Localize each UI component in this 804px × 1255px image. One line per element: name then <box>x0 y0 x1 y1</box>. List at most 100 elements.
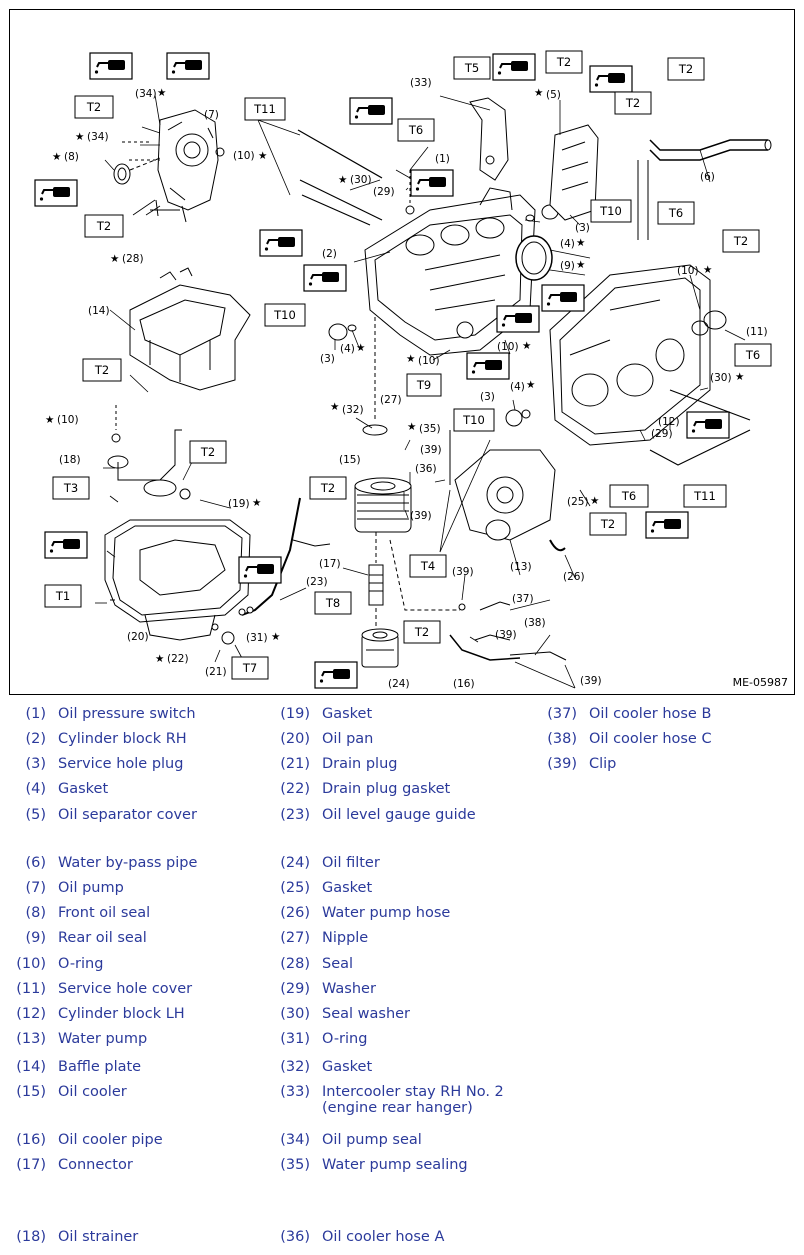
svg-text:T6: T6 <box>621 489 636 503</box>
svg-text:(25): (25) <box>567 496 589 508</box>
svg-text:(39): (39) <box>452 566 474 578</box>
svg-text:★: ★ <box>534 87 543 99</box>
svg-text:(33): (33) <box>410 77 432 89</box>
svg-text:★: ★ <box>526 379 535 391</box>
legend-item: (15)Oil cooler <box>16 1084 127 1100</box>
svg-text:T6: T6 <box>408 123 423 137</box>
svg-text:T10: T10 <box>462 413 485 427</box>
svg-text:T2: T2 <box>94 363 109 377</box>
svg-text:(39): (39) <box>410 510 432 522</box>
svg-text:(17): (17) <box>319 558 341 570</box>
svg-text:(29): (29) <box>373 186 395 198</box>
svg-text:★: ★ <box>356 342 365 354</box>
svg-text:(11): (11) <box>746 326 768 338</box>
svg-text:T3: T3 <box>63 481 78 495</box>
svg-text:★: ★ <box>52 151 61 163</box>
legend-item: (38)Oil cooler hose C <box>547 731 712 747</box>
svg-text:(37): (37) <box>512 593 534 605</box>
svg-text:(23): (23) <box>306 576 328 588</box>
oil-gauge-guide-drawing <box>238 497 331 616</box>
legend-item: (11)Service hole cover <box>16 981 193 997</box>
water-pump-drawing <box>449 430 566 552</box>
legend-item: (22)Drain plug gasket <box>280 781 451 797</box>
svg-text:(18): (18) <box>59 454 81 466</box>
part-number-labels: (34)★ (7) ★(34) ★(8) (10)★ ★(28) (14) ★(… <box>45 77 768 690</box>
svg-text:(8): (8) <box>64 151 79 163</box>
svg-text:T6: T6 <box>745 348 760 362</box>
legend-item: (1)Oil pressure switch <box>25 706 196 722</box>
svg-text:T2: T2 <box>733 234 748 248</box>
callout-t2 <box>74 95 114 119</box>
legend-item: (14)Baffle plate <box>16 1059 142 1075</box>
legend-item: (13)Water pump <box>16 1031 148 1047</box>
svg-text:T11: T11 <box>693 489 716 503</box>
svg-text:T7: T7 <box>242 661 257 675</box>
legend-item: (20)Oil pan <box>280 731 374 747</box>
legend-item: (7)Oil pump <box>25 880 124 896</box>
svg-text:T8: T8 <box>325 596 340 610</box>
svg-text:T6: T6 <box>668 206 683 220</box>
svg-text:(10): (10) <box>497 341 519 353</box>
svg-text:T2: T2 <box>678 62 693 76</box>
svg-text:T11: T11 <box>253 102 276 116</box>
legend-item: (6)Water by-pass pipe <box>25 855 198 871</box>
legend-item: (26)Water pump hose <box>280 905 451 921</box>
svg-text:★: ★ <box>522 340 531 352</box>
svg-text:(10): (10) <box>418 355 440 367</box>
svg-text:(12): (12) <box>658 416 680 428</box>
legend-item: (35)Water pump sealing <box>280 1157 468 1173</box>
oil-cooler-pipe-drawing <box>389 539 567 661</box>
legend-item: (25)Gasket <box>280 880 373 896</box>
svg-text:(30): (30) <box>710 372 732 384</box>
svg-text:(21): (21) <box>205 666 227 678</box>
legend-item: (17)Connector <box>16 1157 133 1173</box>
svg-text:(1): (1) <box>435 153 450 165</box>
torque-callouts: T2 T2 T11 T6 T5 T2 T2 T2 T10 T6 T2 T6 T1… <box>44 50 772 680</box>
legend-item: (36)Oil cooler hose A <box>280 1229 445 1245</box>
svg-text:(4): (4) <box>510 381 525 393</box>
oil-cooler-drawing <box>354 310 412 668</box>
svg-text:T2: T2 <box>625 96 640 110</box>
svg-text:(4): (4) <box>340 343 355 355</box>
svg-text:★: ★ <box>576 237 585 249</box>
svg-text:T2: T2 <box>200 445 215 459</box>
legend-item: (33)Intercooler stay RH No. 2(engine rea… <box>280 1084 504 1116</box>
svg-text:(15): (15) <box>339 454 361 466</box>
svg-text:★: ★ <box>590 495 599 507</box>
oil-pan-drawing <box>104 519 251 645</box>
svg-text:(4): (4) <box>560 238 575 250</box>
svg-text:T2: T2 <box>320 481 335 495</box>
legend-item: (30)Seal washer <box>280 1006 411 1022</box>
svg-text:★: ★ <box>703 264 712 276</box>
legend-item: (4)Gasket <box>25 781 109 797</box>
svg-text:(39): (39) <box>495 629 517 641</box>
legend-item: (23)Oil level gauge guide <box>280 807 476 823</box>
svg-text:T9: T9 <box>416 378 431 392</box>
svg-text:(39): (39) <box>420 444 442 456</box>
legend-item: (18)Oil strainer <box>16 1229 139 1245</box>
svg-text:(36): (36) <box>415 463 437 475</box>
svg-text:(3): (3) <box>575 222 590 234</box>
svg-text:(16): (16) <box>453 678 475 690</box>
svg-text:(13): (13) <box>510 561 532 573</box>
svg-text:T2: T2 <box>600 517 615 531</box>
callout-text: T2 <box>86 100 101 114</box>
svg-text:T10: T10 <box>599 204 622 218</box>
svg-text:T4: T4 <box>420 559 435 573</box>
svg-text:★: ★ <box>252 497 261 509</box>
svg-text:★: ★ <box>735 371 744 383</box>
svg-text:(5): (5) <box>546 89 561 101</box>
svg-text:(30): (30) <box>350 174 372 186</box>
legend-item: (16)Oil cooler pipe <box>16 1132 163 1148</box>
svg-text:T1: T1 <box>55 589 70 603</box>
long-bolts-drawing <box>297 129 751 466</box>
legend-item: (39)Clip <box>547 756 617 772</box>
figure-id: ME-05987 <box>732 676 788 689</box>
legend-item: (3)Service hole plug <box>25 756 184 772</box>
svg-text:★: ★ <box>45 414 54 426</box>
legend-item: (24)Oil filter <box>280 855 380 871</box>
svg-text:(38): (38) <box>524 617 546 629</box>
svg-text:(22): (22) <box>167 653 189 665</box>
svg-text:★: ★ <box>258 150 267 162</box>
legend-item: (2)Cylinder block RH <box>25 731 187 747</box>
